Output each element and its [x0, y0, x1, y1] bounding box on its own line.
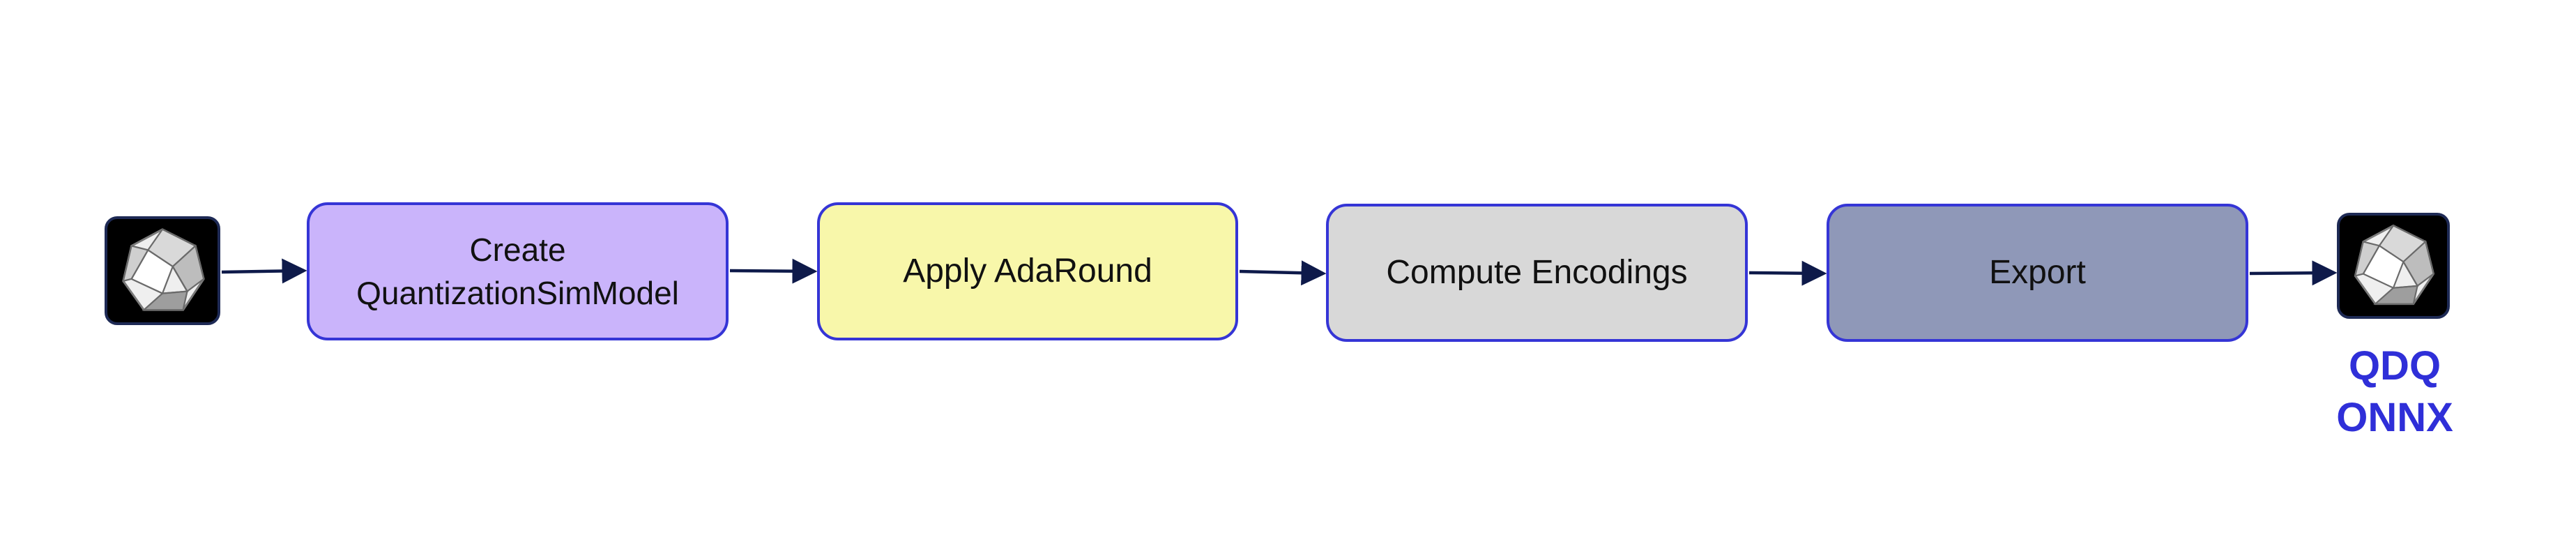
step-adaround-label: Apply AdaRound: [903, 252, 1152, 290]
step-compute-encodings: Compute Encodings: [1326, 204, 1748, 342]
arrow-adaround-to-encodings: [1239, 260, 1327, 286]
output-model-icon: [2337, 213, 2450, 319]
step-export: Export: [1827, 204, 2248, 342]
step-export-label: Export: [1989, 253, 2086, 291]
polyhedron-icon: [122, 228, 205, 311]
output-label-line1: QDQ: [2348, 343, 2441, 389]
polyhedron-icon: [2354, 224, 2435, 306]
output-label-line2: ONNX: [2336, 395, 2453, 440]
step-apply-adaround: Apply AdaRound: [817, 202, 1238, 340]
step-create-line2: QuantizationSimModel: [356, 275, 679, 311]
arrow-input-to-create: [221, 258, 307, 284]
step-encodings-label: Compute Encodings: [1386, 253, 1688, 291]
step-create-quantizationsim-model: Create QuantizationSimModel: [307, 202, 729, 340]
input-model-icon: [105, 216, 220, 325]
step-create-line1: Create: [469, 231, 566, 268]
output-format-label: QDQ ONNX: [2322, 340, 2468, 444]
